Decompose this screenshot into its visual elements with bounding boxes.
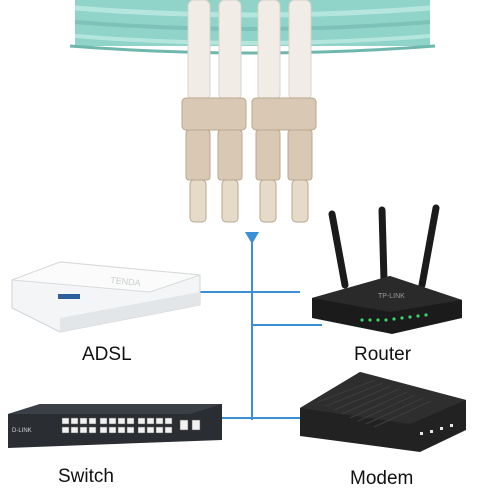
- modem-device: [300, 372, 466, 452]
- switch-label: Switch: [58, 466, 114, 487]
- router-brand-text: TP-LINK: [378, 293, 405, 300]
- arrow-down-icon: [245, 232, 259, 244]
- adsl-device: TENDA: [11, 261, 201, 333]
- lc-duplex-connector-icon: [181, 0, 317, 223]
- switch-brand-text: D-LINK: [12, 428, 32, 434]
- fiber-cable: [69, 0, 436, 55]
- adsl-brand-text: TENDA: [110, 275, 141, 288]
- router-label: Router: [354, 344, 412, 365]
- connection-lines: [200, 238, 322, 420]
- router-device: TP-LINK: [312, 204, 462, 334]
- adsl-label: ADSL: [82, 344, 132, 365]
- switch-device: D-LINK: [8, 404, 222, 448]
- modem-label: Modem: [350, 468, 414, 489]
